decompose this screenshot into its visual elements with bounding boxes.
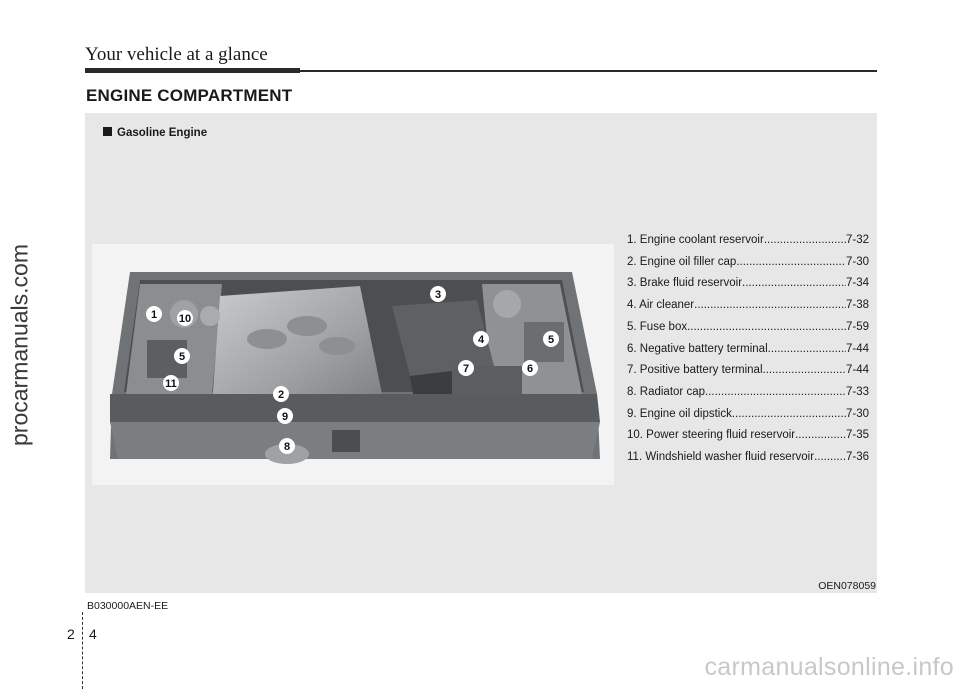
legend-item: 6. Negative battery terminal7-44 [627, 339, 869, 361]
callout-6: 6 [522, 360, 538, 376]
callout-1: 1 [146, 306, 162, 322]
side-watermark: procarmanuals.com [6, 244, 33, 446]
legend-item: 9. Engine oil dipstick 7-30 [627, 404, 869, 426]
engine-photo: 1 10 5 11 2 9 8 3 4 7 5 6 [92, 244, 614, 485]
running-header: Your vehicle at a glance [85, 44, 268, 65]
svg-text:11: 11 [165, 378, 177, 390]
callout-10: 10 [177, 310, 193, 326]
svg-text:4: 4 [478, 334, 485, 346]
section-title: ENGINE COMPARTMENT [86, 86, 293, 105]
svg-text:6: 6 [527, 363, 533, 375]
legend-item: 1. Engine coolant reservoir 7-32 [627, 230, 869, 252]
callout-5-left: 5 [174, 348, 190, 364]
engine-illustration: 1 10 5 11 2 9 8 3 4 7 5 6 [110, 272, 600, 464]
document-code: B030000AEN-EE [87, 600, 169, 612]
callout-7: 7 [458, 360, 474, 376]
svg-text:1: 1 [151, 309, 157, 321]
engine-subheading: Gasoline Engine [103, 127, 207, 139]
legend-item: 3. Brake fluid reservoir 7-34 [627, 273, 869, 295]
callout-5-right: 5 [543, 331, 559, 347]
legend-item: 10. Power steering fluid reservoir 7-35 [627, 425, 869, 447]
svg-text:3: 3 [435, 289, 441, 301]
callout-11: 11 [163, 375, 179, 391]
legend-item: 11. Windshield washer fluid reservoir 7-… [627, 447, 869, 469]
engine-subheading-text: Gasoline Engine [117, 127, 208, 139]
legend-item: 7. Positive battery terminal 7-44 [627, 360, 869, 382]
legend-item: 5. Fuse box 7-59 [627, 317, 869, 339]
square-bullet-icon [103, 127, 112, 136]
legend-item: 2. Engine oil filler cap 7-30 [627, 252, 869, 274]
header-rule-thick [85, 68, 300, 73]
bottom-watermark: carmanualsonline.info [704, 653, 954, 681]
callout-3: 3 [430, 286, 446, 302]
svg-text:5: 5 [548, 334, 554, 346]
chapter-number: 2 [67, 626, 75, 642]
legend-item: 4. Air cleaner7-38 [627, 295, 869, 317]
svg-text:7: 7 [463, 363, 469, 375]
page-number: 4 [89, 626, 97, 642]
header-rule-thin [300, 70, 877, 72]
callout-9: 9 [277, 408, 293, 424]
photo-reference-code: OEN078059 [818, 580, 876, 592]
page-number-divider [82, 612, 83, 689]
svg-text:2: 2 [278, 389, 284, 401]
svg-text:9: 9 [282, 411, 288, 423]
callout-4: 4 [473, 331, 489, 347]
callout-8: 8 [279, 438, 295, 454]
callout-2: 2 [273, 386, 289, 402]
svg-text:5: 5 [179, 351, 185, 363]
legend-item: 8. Radiator cap 7-33 [627, 382, 869, 404]
component-legend: 1. Engine coolant reservoir 7-32 2. Engi… [627, 230, 869, 469]
svg-text:10: 10 [179, 313, 191, 325]
svg-text:8: 8 [284, 441, 290, 453]
